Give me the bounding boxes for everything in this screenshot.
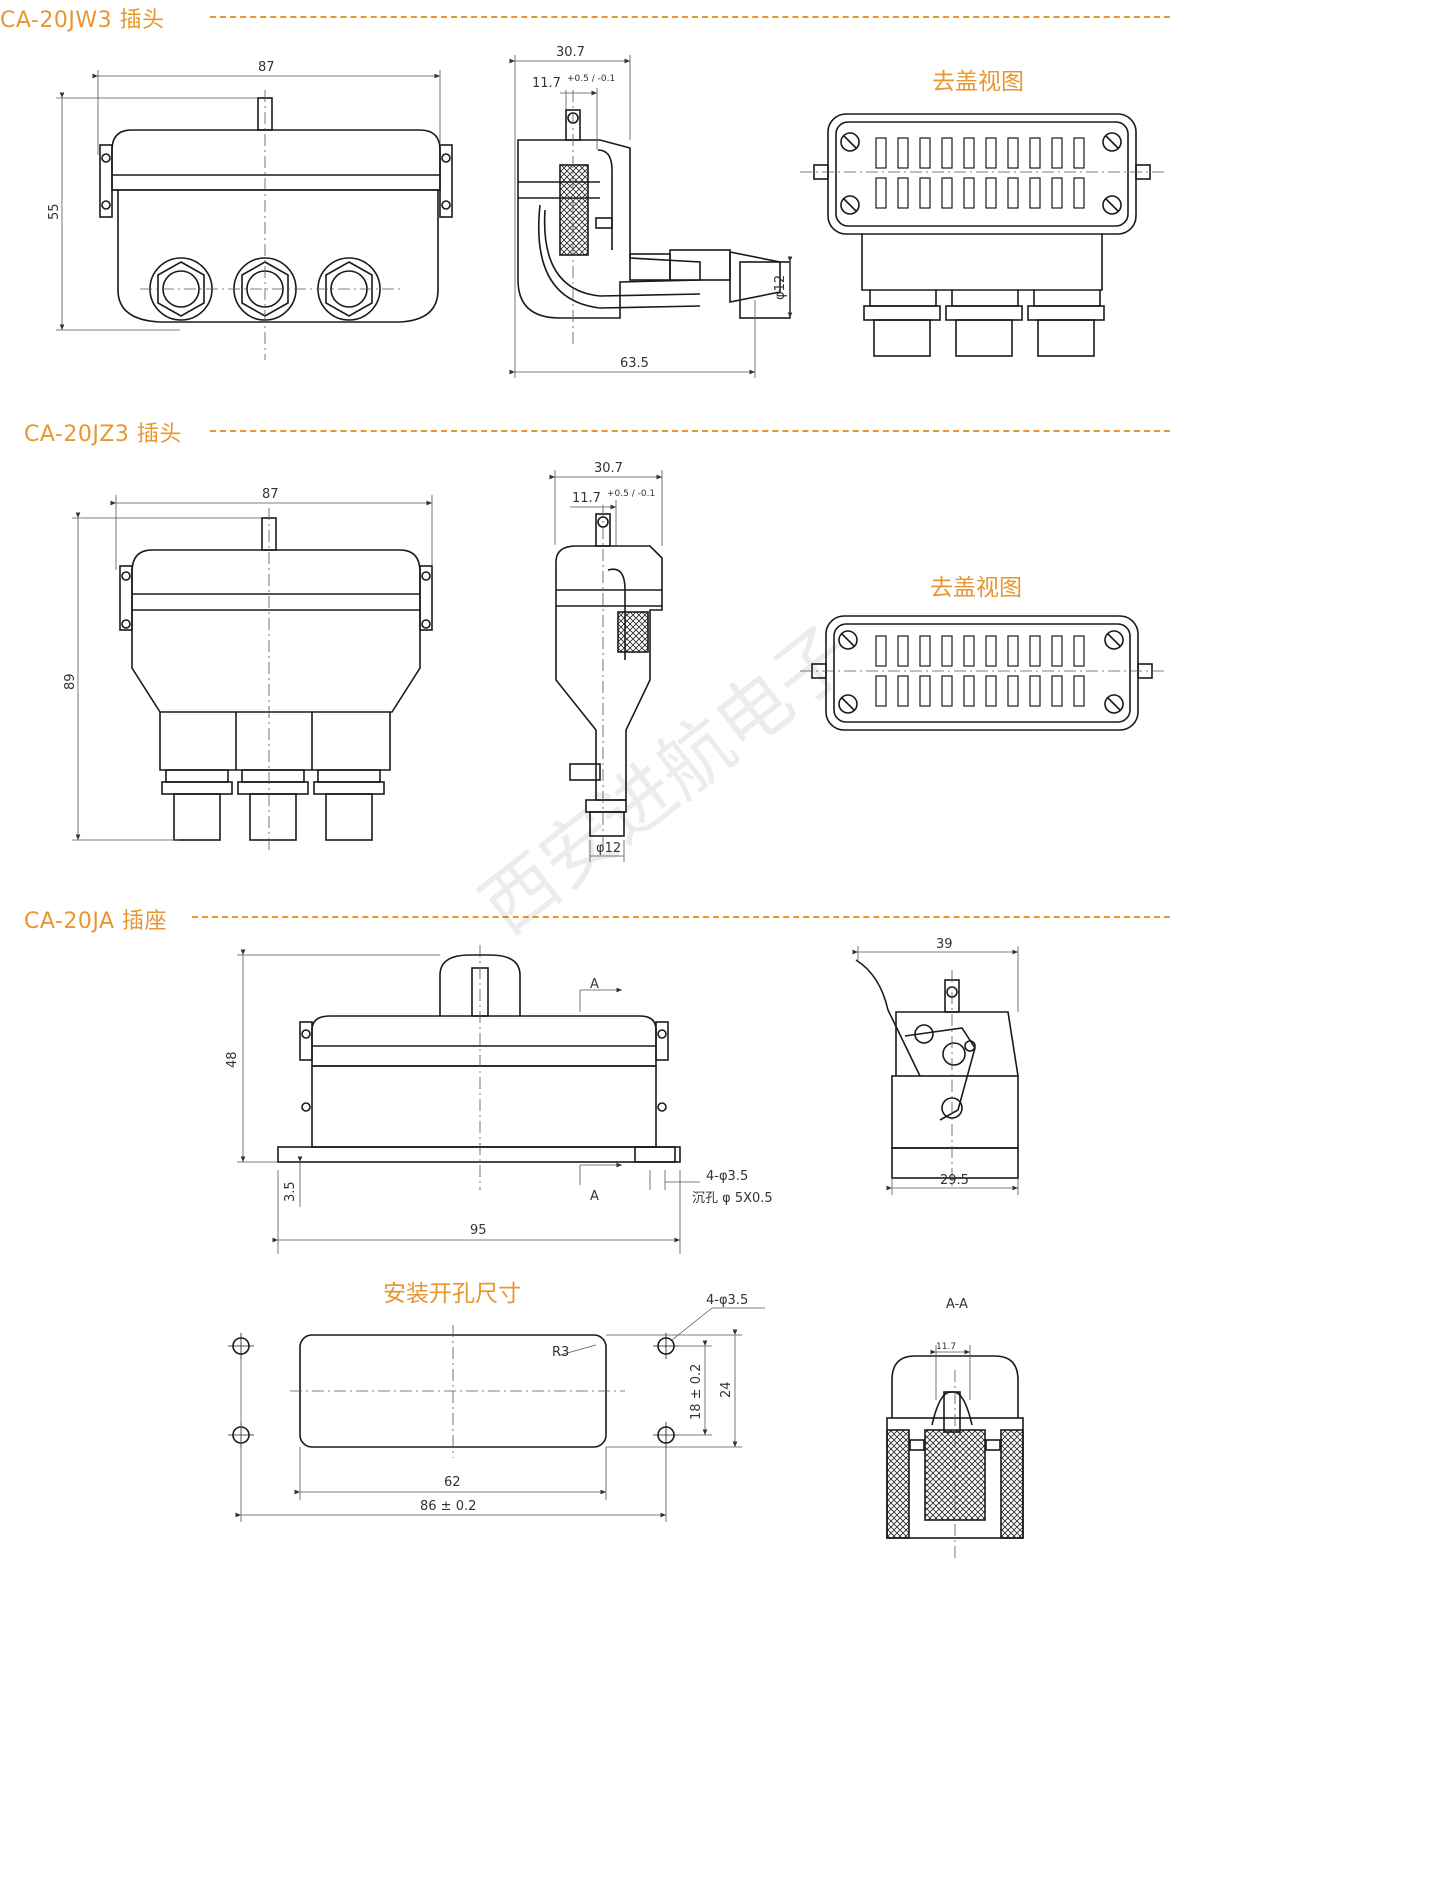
dim-ja-holes: 4-φ3.5 xyxy=(706,1169,748,1184)
mounting-cutout xyxy=(228,1307,765,1522)
dim-aa-inner: 11.7 xyxy=(936,1342,956,1352)
section-aa-view xyxy=(886,1345,1024,1562)
dim-ja-height: 48 xyxy=(225,1051,240,1068)
mounting-title: 安装开孔尺寸 xyxy=(383,1281,521,1307)
dim-jw3-width: 87 xyxy=(258,60,275,75)
jw3-cover-off-view xyxy=(800,113,1165,357)
dim-mount-cut-width: 62 xyxy=(444,1475,461,1490)
dim-mount-height: 24 xyxy=(719,1381,734,1398)
dim-ja-width: 95 xyxy=(470,1223,487,1238)
dim-jz3-side-top: 30.7 xyxy=(594,461,623,476)
jz3-front-view xyxy=(72,495,433,850)
jz3-cover-off-view xyxy=(800,615,1165,731)
dim-jw3-side-inner: 11.7 xyxy=(532,76,561,91)
section-title-jz3: CA-20JZ3 插头 xyxy=(24,422,182,447)
dim-ja-base: 3.5 xyxy=(283,1181,298,1202)
dim-jz3-height: 89 xyxy=(63,673,78,690)
cover-view-title-jw3: 去盖视图 xyxy=(932,69,1024,95)
dim-jz3-width: 87 xyxy=(262,487,279,502)
section-mark-a-top: A xyxy=(590,977,599,992)
dim-mount-pitch: 18 ± 0.2 xyxy=(689,1364,704,1420)
dim-jz3-cable: φ12 xyxy=(596,841,621,856)
dim-mount-radius: R3 xyxy=(552,1345,569,1360)
ja-front-view xyxy=(237,945,700,1254)
dim-jz3-side-tol: +0.5 / -0.1 xyxy=(607,489,655,499)
dim-jw3-side-top: 30.7 xyxy=(556,45,585,60)
dim-mount-holes: 4-φ3.5 xyxy=(706,1293,748,1308)
section-mark-a-bottom: A xyxy=(590,1189,599,1204)
dim-mount-hole-span: 86 ± 0.2 xyxy=(420,1499,476,1514)
jw3-side-view xyxy=(509,55,793,378)
dim-jw3-height: 55 xyxy=(47,203,62,220)
dim-jz3-side-inner: 11.7 xyxy=(572,491,601,506)
dim-jw3-side-bottom: 63.5 xyxy=(620,356,649,371)
section-rule-ja xyxy=(192,916,1170,918)
section-aa-label: A-A xyxy=(946,1297,968,1312)
dim-jw3-side-tol: +0.5 / -0.1 xyxy=(567,74,615,84)
section-title-jw3: CA-20JW3 插头 xyxy=(0,8,165,33)
jz3-side-view xyxy=(549,470,663,862)
jw3-front-view xyxy=(56,70,453,360)
section-title-ja: CA-20JA 插座 xyxy=(24,909,168,934)
cover-view-title-jz3: 去盖视图 xyxy=(930,575,1022,601)
section-rule-jw3 xyxy=(210,16,1170,18)
section-rule-jz3 xyxy=(210,430,1170,432)
dim-ja-counterbore: 沉孔 φ 5X0.5 xyxy=(692,1191,773,1206)
ja-side-view xyxy=(852,946,1019,1195)
dim-jw3-cable: φ12 xyxy=(773,275,788,300)
dim-ja-side-top: 39 xyxy=(936,937,953,952)
dim-ja-side-bottom: 29.5 xyxy=(940,1173,969,1188)
